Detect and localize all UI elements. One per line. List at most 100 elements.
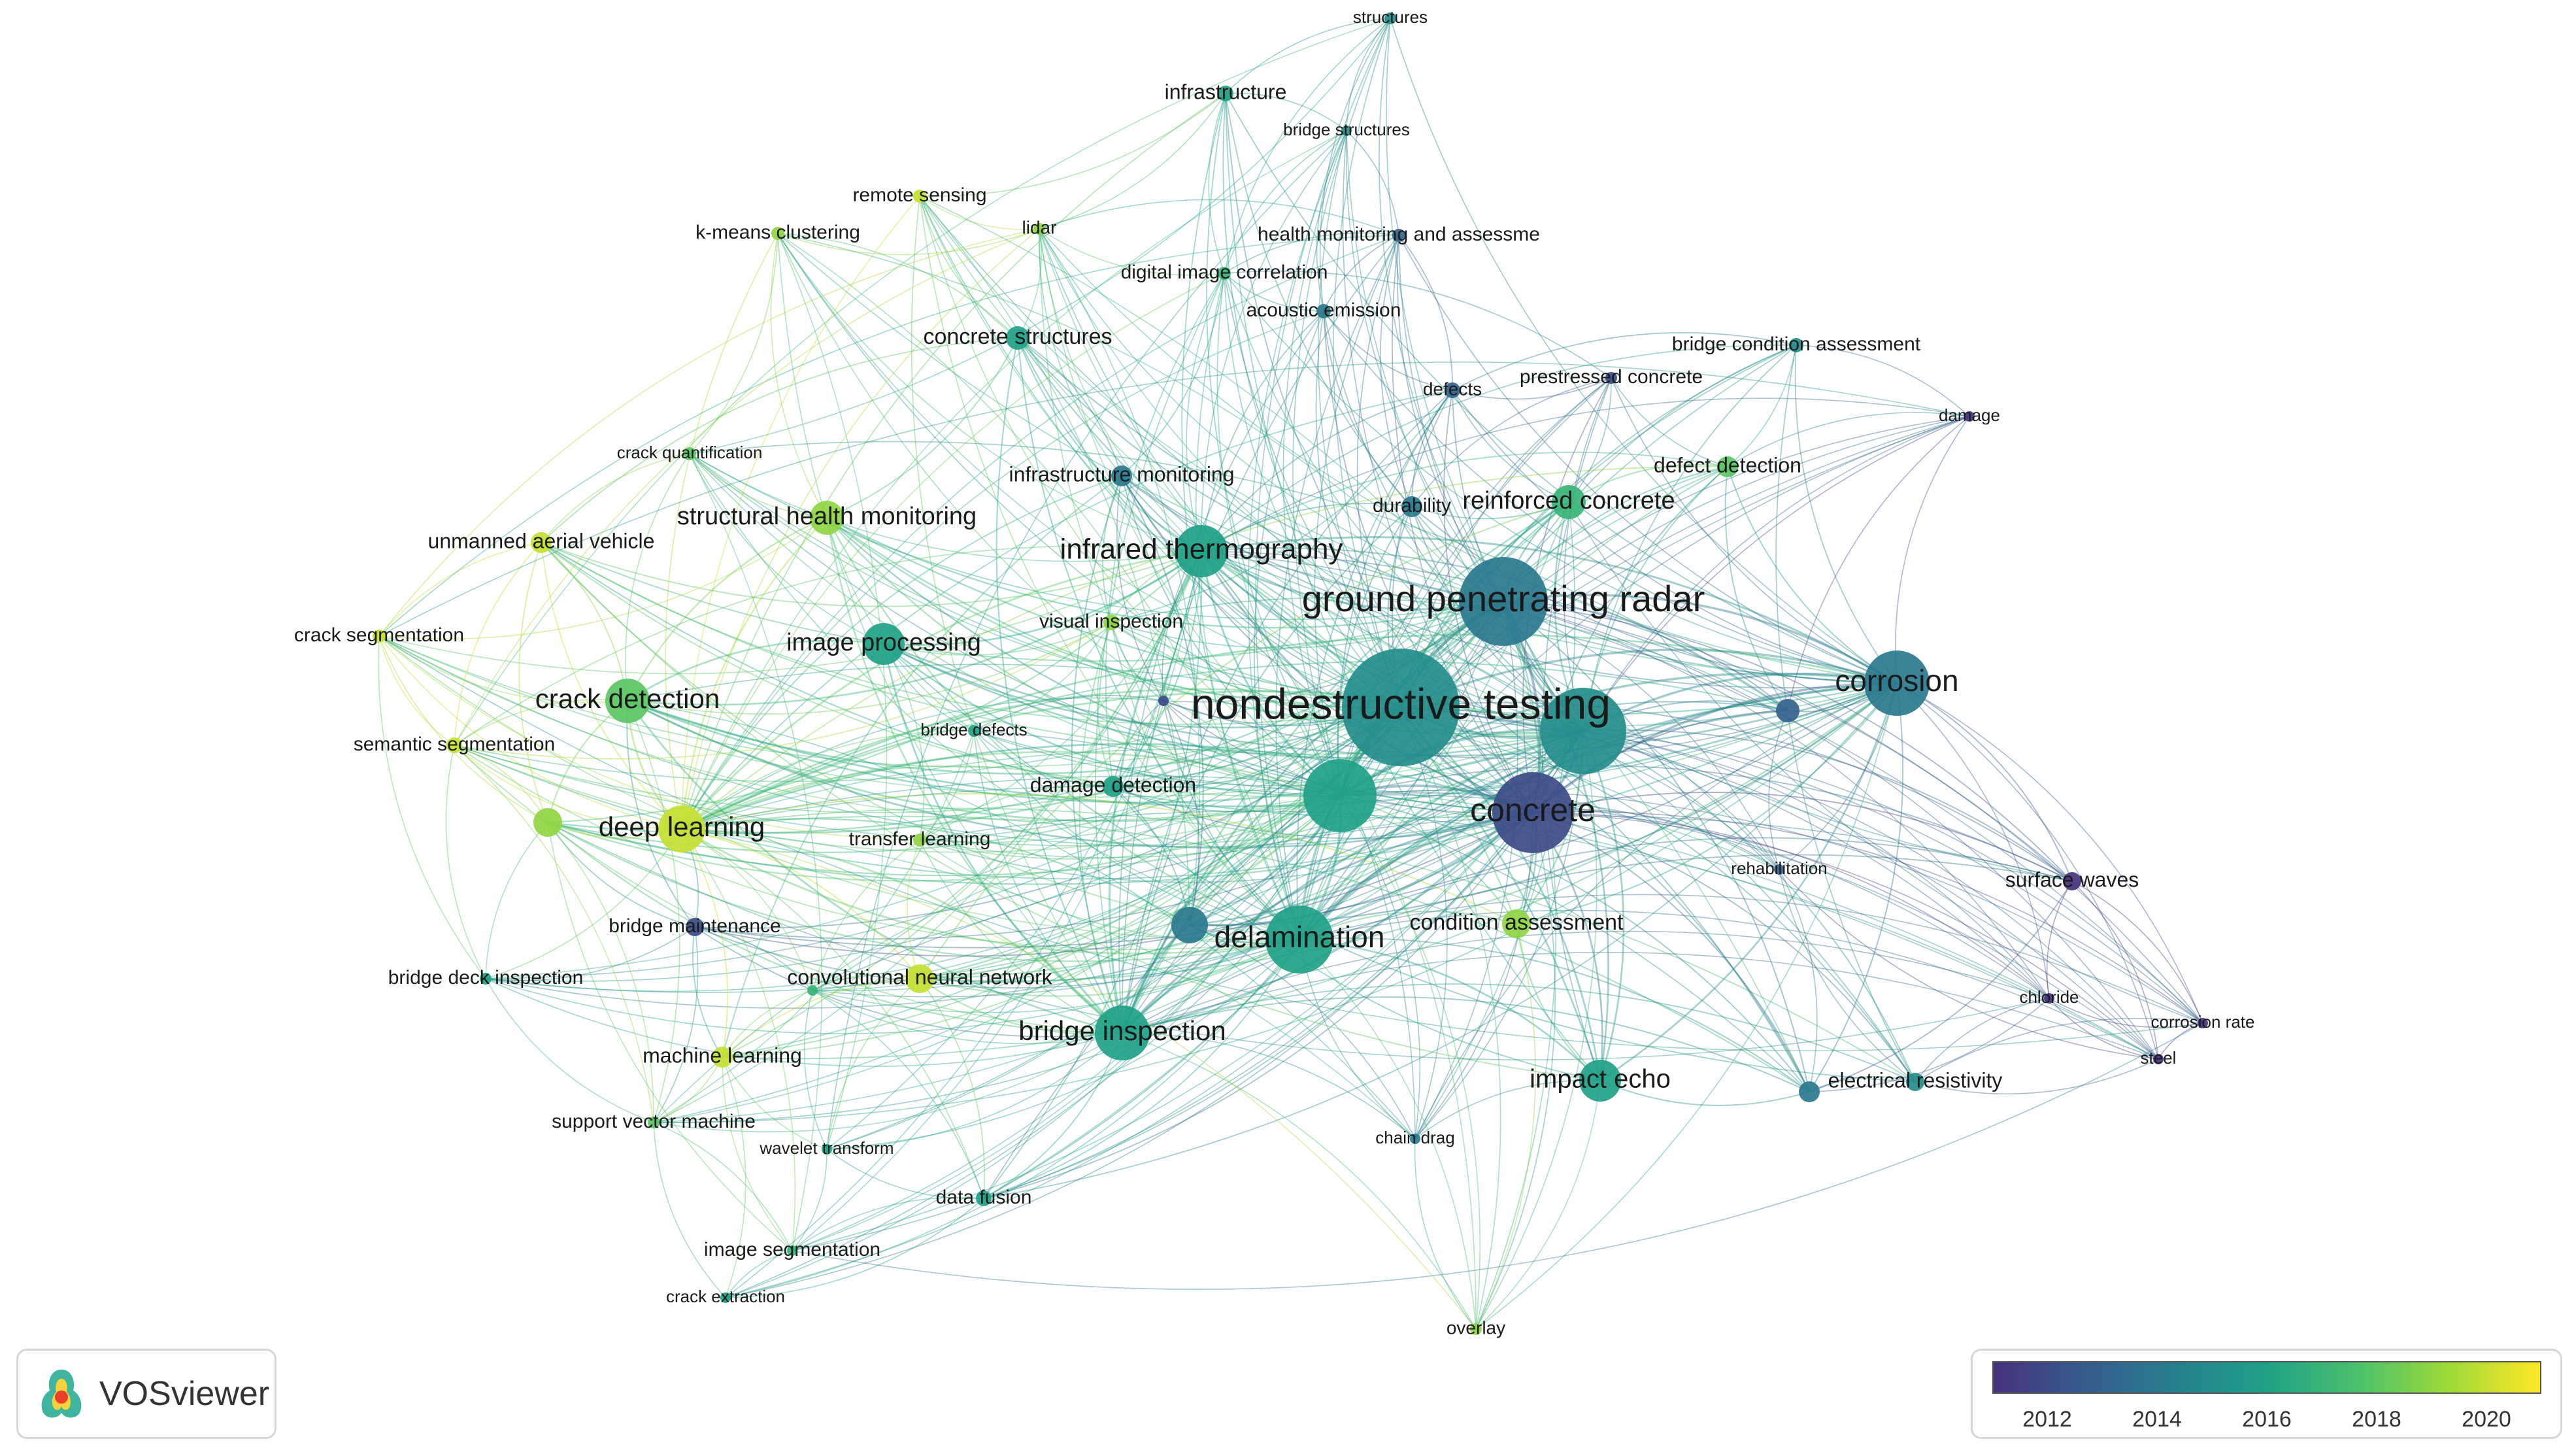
node-semantic_seg[interactable] bbox=[446, 737, 462, 753]
node-label-concrete_structures[interactable]: concrete structures bbox=[923, 324, 1112, 349]
node-label-semantic_seg[interactable]: semantic segmentation bbox=[354, 734, 556, 755]
node-label-damage[interactable]: damage bbox=[1939, 405, 2000, 425]
node-label-shm[interactable]: structural health monitoring bbox=[677, 503, 977, 530]
node-data_fusion[interactable] bbox=[976, 1190, 992, 1206]
node-label-remote_sensing[interactable]: remote sensing bbox=[852, 184, 986, 206]
node-rehabilitation[interactable] bbox=[1774, 864, 1784, 875]
node-durability[interactable] bbox=[1401, 496, 1422, 517]
node-label-infrared[interactable]: infrared thermography bbox=[1060, 533, 1343, 566]
node-electrical_resistivity[interactable] bbox=[1906, 1073, 1924, 1091]
node-label-infrastructure[interactable]: infrastructure bbox=[1165, 80, 1287, 103]
node-label-bridge_condition[interactable]: bridge condition assessment bbox=[1672, 333, 1921, 355]
node-defect_detection[interactable] bbox=[1717, 456, 1738, 477]
node-label-data_fusion[interactable]: data fusion bbox=[936, 1187, 1032, 1208]
node-label-deep_learning[interactable]: deep learning bbox=[599, 811, 765, 842]
node-label-overlay[interactable]: overlay bbox=[1447, 1317, 1505, 1338]
node-label-bridge_inspection[interactable]: bridge inspection bbox=[1018, 1015, 1226, 1046]
node-label-image_processing[interactable]: image processing bbox=[786, 629, 981, 656]
node-label-ndt[interactable]: nondestructive testing bbox=[1191, 679, 1611, 728]
node-label-delamination[interactable]: delamination bbox=[1214, 920, 1385, 954]
node-health_monitoring[interactable] bbox=[1392, 229, 1405, 242]
node-damage[interactable] bbox=[1964, 411, 1975, 422]
node-overlay[interactable] bbox=[1470, 1323, 1482, 1335]
node-machine_learning[interactable] bbox=[712, 1047, 733, 1068]
node-label-gpr[interactable]: ground penetrating radar bbox=[1302, 578, 1705, 619]
node-label-reinforced_concrete[interactable]: reinforced concrete bbox=[1462, 487, 1675, 515]
node-concrete[interactable] bbox=[1492, 772, 1573, 853]
node-steel[interactable] bbox=[2153, 1054, 2164, 1064]
node-damage_detection[interactable] bbox=[1103, 776, 1124, 797]
node-infrastructure[interactable] bbox=[1218, 86, 1233, 101]
node-label-chloride[interactable]: chloride bbox=[2019, 987, 2079, 1007]
node-label-chain_drag[interactable]: chain drag bbox=[1375, 1128, 1454, 1147]
node-label-rehabilitation[interactable]: rehabilitation bbox=[1731, 858, 1827, 878]
node-label-structures[interactable]: structures bbox=[1353, 7, 1428, 27]
node-wavelet[interactable] bbox=[822, 1144, 832, 1155]
node-label-defects[interactable]: defects bbox=[1423, 379, 1482, 399]
node-cnn[interactable] bbox=[905, 964, 934, 993]
node-label-prestressed[interactable]: prestressed concrete bbox=[1520, 366, 1703, 388]
node-label-acoustic_emission[interactable]: acoustic emission bbox=[1246, 299, 1401, 321]
node-remote_sensing[interactable] bbox=[913, 190, 926, 203]
node-surface_waves[interactable] bbox=[2063, 872, 2081, 890]
node-node_1820[interactable] bbox=[1171, 907, 1208, 943]
node-label-steel[interactable]: steel bbox=[2141, 1048, 2177, 1068]
node-bridge_structures[interactable] bbox=[1341, 126, 1352, 136]
node-bridge_deck_inspection[interactable] bbox=[480, 973, 492, 985]
node-node_2050[interactable] bbox=[1303, 759, 1377, 832]
node-ndt_n4[interactable] bbox=[1158, 696, 1169, 706]
node-chloride[interactable] bbox=[2044, 993, 2054, 1004]
node-prestressed[interactable] bbox=[1605, 372, 1617, 384]
node-node_2768[interactable] bbox=[1799, 1081, 1820, 1102]
node-image_processing[interactable] bbox=[863, 623, 905, 665]
node-label-corrosion_rate[interactable]: corrosion rate bbox=[2151, 1012, 2255, 1032]
node-reinforced_concrete[interactable] bbox=[1552, 485, 1586, 519]
node-label-defect_detection[interactable]: defect detection bbox=[1654, 453, 1801, 477]
node-label-digital_image[interactable]: digital image correlation bbox=[1121, 262, 1328, 283]
node-label-bridge_structures[interactable]: bridge structures bbox=[1283, 120, 1410, 139]
node-bridge_condition[interactable] bbox=[1789, 338, 1803, 352]
node-deep_learning[interactable] bbox=[658, 805, 705, 853]
node-label-durability[interactable]: durability bbox=[1373, 495, 1451, 516]
node-label-lidar[interactable]: lidar bbox=[1022, 217, 1057, 237]
node-label-visual_inspection[interactable]: visual inspection bbox=[1039, 611, 1183, 632]
node-uav[interactable] bbox=[531, 532, 552, 553]
node-label-crack_quant[interactable]: crack quantification bbox=[617, 443, 763, 462]
node-corrosion[interactable] bbox=[1864, 650, 1930, 716]
node-corrosion_rate[interactable] bbox=[2198, 1018, 2208, 1028]
node-impact_echo[interactable] bbox=[1579, 1060, 1621, 1102]
node-label-support_vector[interactable]: support vector machine bbox=[552, 1111, 756, 1132]
node-label-image_seg[interactable]: image segmentation bbox=[704, 1239, 880, 1260]
node-label-electrical_resistivity[interactable]: electrical resistivity bbox=[1828, 1068, 2003, 1092]
node-gpr[interactable] bbox=[1459, 557, 1548, 646]
node-chain_drag[interactable] bbox=[1410, 1134, 1420, 1144]
node-label-corrosion[interactable]: corrosion bbox=[1835, 664, 1958, 698]
node-label-impact_echo[interactable]: impact echo bbox=[1530, 1065, 1671, 1094]
node-label-crack_extraction[interactable]: crack extraction bbox=[666, 1287, 785, 1306]
node-k_means[interactable] bbox=[771, 227, 784, 240]
node-label-bridge_maintenance[interactable]: bridge maintenance bbox=[609, 915, 781, 937]
node-acoustic_emission[interactable] bbox=[1316, 304, 1331, 318]
node-lidar[interactable] bbox=[1033, 223, 1045, 235]
node-shm[interactable] bbox=[810, 501, 844, 535]
node-ndt[interactable] bbox=[1342, 649, 1460, 766]
node-concrete_structures[interactable] bbox=[1006, 326, 1029, 350]
node-node_1243[interactable] bbox=[807, 985, 818, 996]
node-crack_quant[interactable] bbox=[683, 447, 696, 460]
node-digital_image[interactable] bbox=[1218, 267, 1231, 280]
node-ndt_n3[interactable] bbox=[1776, 699, 1799, 722]
node-delamination[interactable] bbox=[1265, 905, 1333, 973]
node-crack_seg[interactable] bbox=[373, 630, 386, 643]
node-node_838[interactable] bbox=[533, 808, 562, 837]
node-bridge_maintenance[interactable] bbox=[686, 918, 704, 936]
node-infra_monitoring[interactable] bbox=[1111, 465, 1132, 486]
node-label-condition_assessment[interactable]: condition assessment bbox=[1410, 910, 1624, 935]
node-image_seg[interactable] bbox=[787, 1245, 797, 1256]
node-label-surface_waves[interactable]: surface waves bbox=[2005, 868, 2139, 891]
node-label-k_means[interactable]: k-means clustering bbox=[695, 222, 860, 243]
node-label-bridge_deck_inspection[interactable]: bridge deck inspection bbox=[388, 967, 584, 988]
node-label-concrete[interactable]: concrete bbox=[1470, 792, 1596, 828]
node-bridge_inspection[interactable] bbox=[1095, 1005, 1150, 1060]
node-label-cnn[interactable]: convolutional neural network bbox=[787, 965, 1053, 988]
